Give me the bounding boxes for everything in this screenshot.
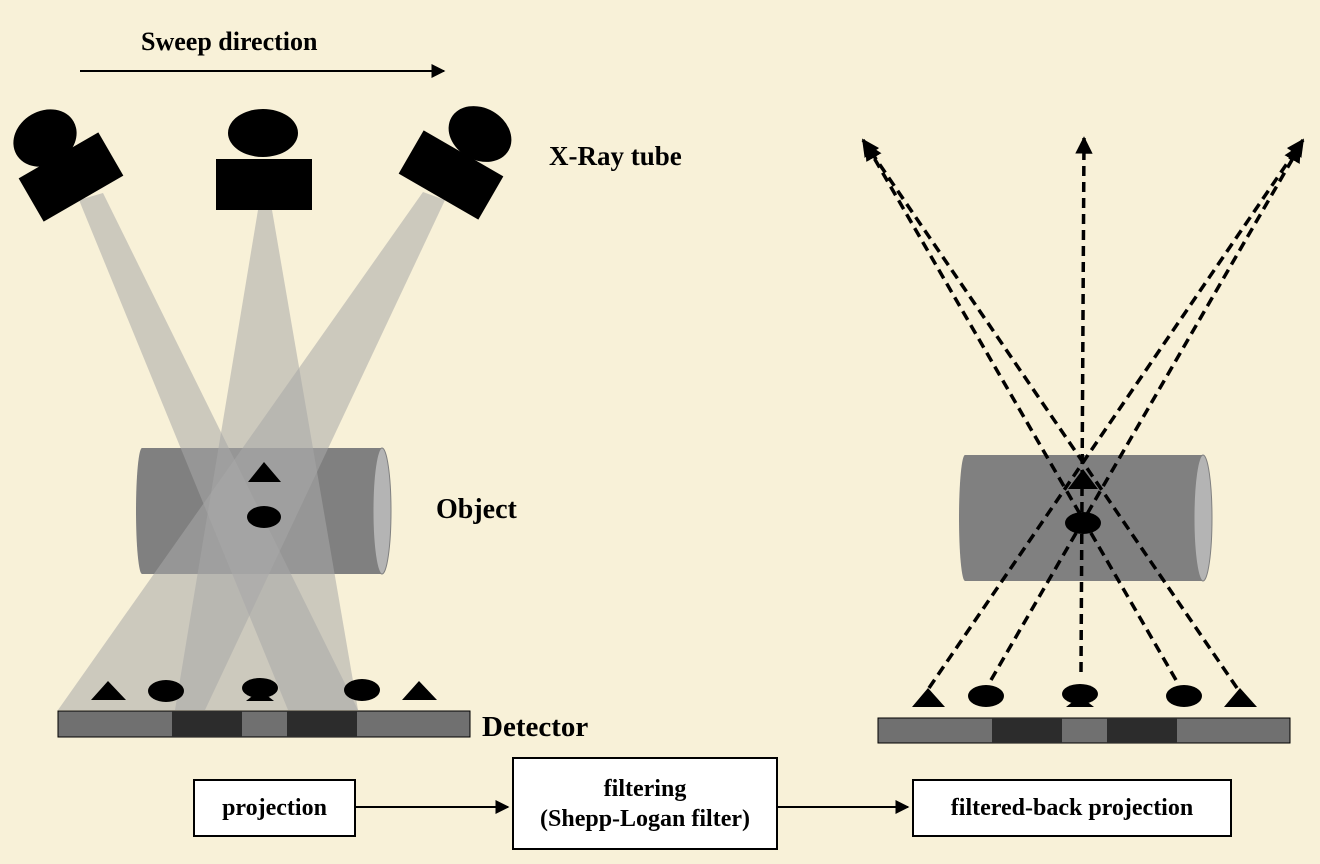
filtering-step-label: filtering [603, 775, 687, 802]
detector-left [57, 710, 471, 738]
backprojection-step-label: filtered-back projection [950, 795, 1194, 821]
backprojection-step-box: filtered-back projection [912, 779, 1232, 837]
xray-beams [58, 192, 445, 710]
xray-tube-right [398, 106, 512, 220]
backprojection-ray [927, 138, 1305, 689]
backprojection-ray [864, 142, 1178, 681]
sweep-direction-label: Sweep direction [141, 27, 318, 56]
backprojection-ray [989, 144, 1302, 681]
backprojection-rays [861, 136, 1305, 689]
filter-name-label: (Shepp-Logan filter) [540, 805, 750, 832]
backprojection-ray [861, 138, 1239, 689]
xray-beam-right [58, 192, 445, 710]
backprojection-ray [1075, 136, 1093, 673]
filtering-step-box: filtering (Shepp-Logan filter) [512, 757, 778, 850]
reconstructed-circle-feature [1065, 512, 1101, 534]
object-label: Object [436, 494, 517, 525]
detector-right [877, 717, 1291, 744]
detector-label: Detector [482, 711, 589, 743]
projected-features-left [91, 678, 437, 702]
xray-tube-center [216, 109, 312, 210]
projection-step-label: projection [222, 795, 327, 821]
xray-tube-left [13, 109, 124, 222]
projected-features-right [912, 684, 1257, 707]
reconstructed-triangle-feature [1068, 469, 1098, 489]
xray-tube-label: X-Ray tube [549, 141, 682, 171]
object-circle-feature [247, 506, 281, 528]
object-triangle-feature [248, 462, 281, 482]
projection-step-box: projection [193, 779, 356, 837]
